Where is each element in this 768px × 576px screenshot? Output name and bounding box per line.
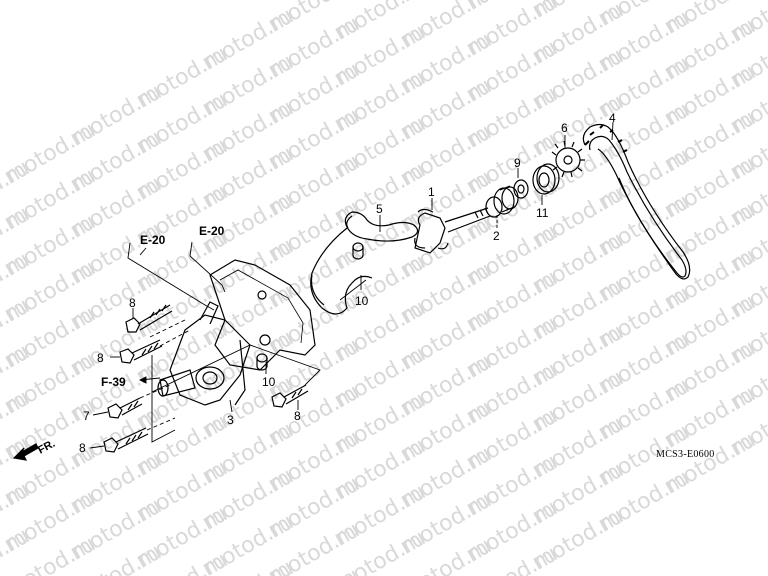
bolt-right xyxy=(271,384,309,408)
part-number-10-upper[interactable]: 10 xyxy=(355,294,369,308)
part-number-7[interactable]: 7 xyxy=(83,409,90,423)
part-number-10-lower[interactable]: 10 xyxy=(262,375,276,389)
bolt-upper-left xyxy=(125,304,173,333)
part-number-5[interactable]: 5 xyxy=(376,202,383,216)
bearing-9 xyxy=(513,179,529,199)
dowel-pin-upper xyxy=(352,242,364,260)
part-number-8-mid[interactable]: 8 xyxy=(97,351,104,365)
front-direction-arrow xyxy=(12,443,39,461)
part-number-8-right[interactable]: 8 xyxy=(294,409,301,423)
part-number-6[interactable]: 6 xyxy=(561,121,568,135)
part-number-3[interactable]: 3 xyxy=(227,413,234,427)
bearing-11 xyxy=(532,163,560,195)
impeller-shaft-1 xyxy=(414,207,491,254)
pulley-seal-2 xyxy=(485,185,519,218)
ref-label-f39[interactable]: F-39 xyxy=(101,375,126,389)
sprocket-6 xyxy=(551,140,585,178)
part-number-9[interactable]: 9 xyxy=(514,156,521,170)
pump-body xyxy=(157,301,251,406)
o-ring-5 xyxy=(310,211,419,315)
dowel-pin-lower xyxy=(256,353,268,371)
part-number-11[interactable]: 11 xyxy=(536,206,549,220)
part-number-8-lower[interactable]: 8 xyxy=(79,441,86,455)
bolt-7 xyxy=(107,397,143,419)
ref-label-e20-right[interactable]: E-20 xyxy=(199,224,225,238)
diagram-code: MCS3-E0600 xyxy=(656,449,715,460)
bolt-mid-left xyxy=(119,339,163,364)
bolt-lower-left xyxy=(103,427,149,453)
pump-cover-plate xyxy=(209,259,316,371)
part-number-8-upper[interactable]: 8 xyxy=(129,296,136,310)
part-number-2[interactable]: 2 xyxy=(493,229,500,243)
part-number-4[interactable]: 4 xyxy=(609,111,616,125)
part-number-1[interactable]: 1 xyxy=(428,185,435,199)
leader-lines xyxy=(89,121,614,449)
drive-chain-4 xyxy=(582,123,691,280)
ref-label-e20-left[interactable]: E-20 xyxy=(140,233,166,247)
